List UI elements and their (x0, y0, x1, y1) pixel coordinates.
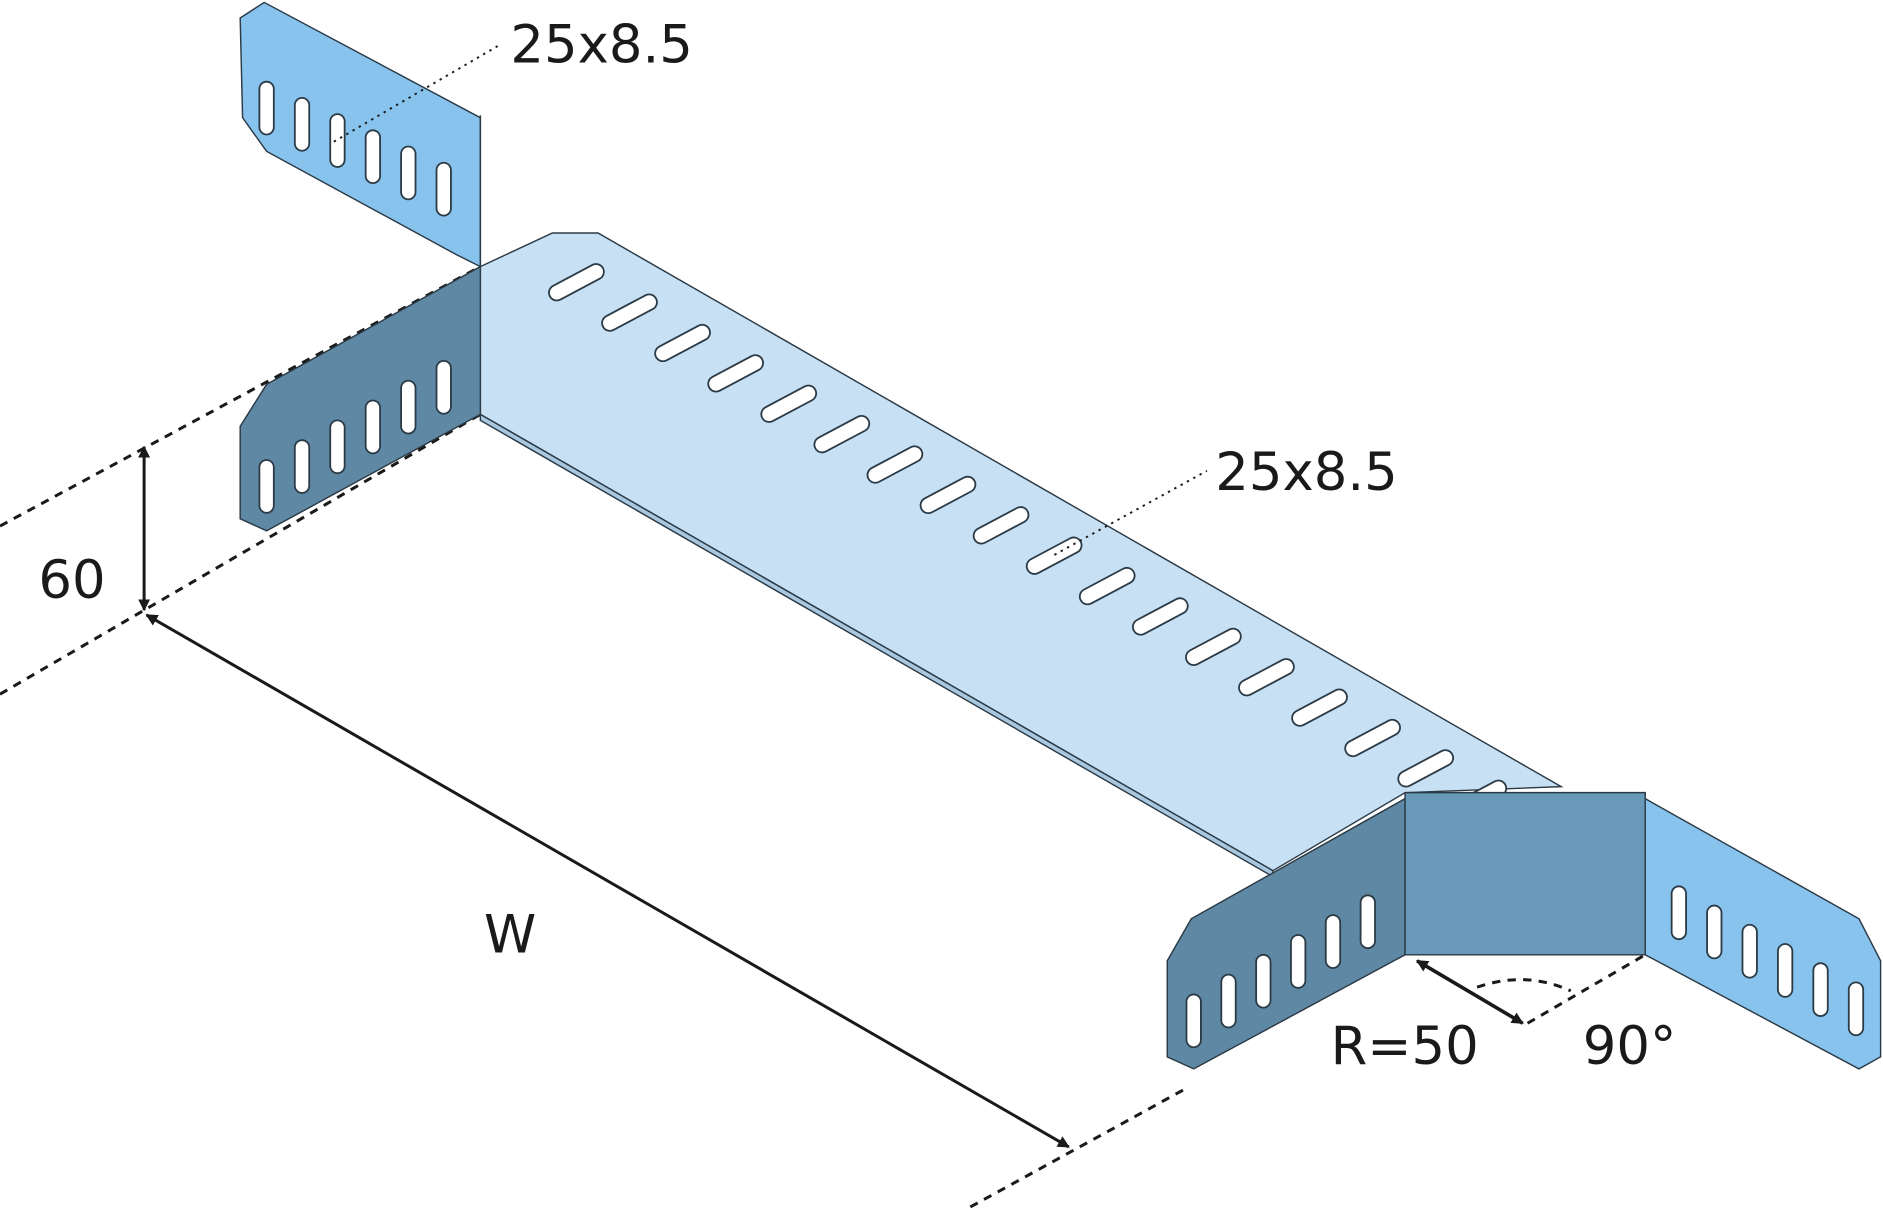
dim-extension-line (969, 1085, 1190, 1209)
slot-hole (972, 506, 1030, 545)
slot-hole (654, 323, 711, 363)
slot-hole (919, 475, 977, 515)
slot-hole (329, 113, 346, 168)
left-upper-wall (239, 1, 482, 268)
slot-hole (1324, 914, 1342, 969)
slot-hole (1397, 749, 1455, 788)
radius-dimension-arrow (1416, 959, 1524, 1025)
radius-label: R=50 (1331, 1016, 1479, 1077)
slot-hole (1131, 597, 1189, 636)
slot-hole (435, 161, 452, 217)
slot-hole (813, 415, 871, 454)
bend-center-panel (1404, 791, 1646, 956)
slot-hole (1185, 993, 1202, 1049)
slot-hole (1078, 566, 1136, 606)
slot-hole (258, 80, 275, 136)
tray-slots (548, 263, 1508, 818)
dim-extension-line (0, 265, 482, 528)
slot-size-label-middle: 25x8.5 (1215, 442, 1397, 503)
slot-hole (548, 263, 605, 302)
slot-hole (258, 459, 275, 514)
left-upper-wall-slots (258, 80, 452, 217)
slot-hole (1344, 718, 1401, 758)
angle-arc (1476, 978, 1572, 993)
width-dimension-arrow (145, 613, 1070, 1149)
slot-size-label-top: 25x8.5 (510, 14, 692, 75)
slot-hole (707, 354, 764, 393)
slot-hole (364, 129, 381, 185)
slot-hole (400, 379, 417, 435)
angle-label: 90° (1583, 1016, 1677, 1077)
slot-hole (1706, 904, 1723, 960)
slot-hole (364, 399, 381, 455)
slot-leader-line (333, 44, 499, 143)
bend-walls (1166, 791, 1882, 1070)
slot-hole (400, 145, 417, 201)
angle-reference-line (1526, 953, 1646, 1025)
slot-hole (1185, 627, 1242, 666)
slot-hole (1291, 688, 1348, 727)
width-label: W (484, 904, 536, 965)
slot-hole (1255, 953, 1272, 1009)
slot-hole (1847, 981, 1865, 1037)
left-lower-wall-slots (258, 359, 452, 514)
tray-base (479, 232, 1564, 878)
slot-hole (1777, 943, 1794, 998)
slot-hole (1238, 658, 1295, 697)
height-label: 60 (38, 550, 105, 611)
slot-leader-line (1053, 469, 1208, 556)
slot-hole (435, 359, 452, 415)
slot-hole (1812, 962, 1829, 1017)
left-lower-wall (239, 265, 482, 532)
slot-hole (1359, 894, 1376, 950)
slot-hole (601, 293, 658, 332)
bend-right-wall-slots (1670, 885, 1865, 1037)
slot-hole (1290, 934, 1307, 989)
slot-hole (1220, 973, 1237, 1029)
slot-hole (329, 419, 346, 475)
slot-hole (760, 384, 818, 423)
left-upper-wall-panel (239, 1, 482, 268)
slot-hole (866, 445, 924, 484)
slot-hole (293, 439, 311, 494)
slot-hole (1670, 885, 1687, 941)
bend-left-wall-slots (1185, 894, 1376, 1049)
slot-hole (293, 96, 311, 152)
slot-hole (1741, 923, 1758, 979)
